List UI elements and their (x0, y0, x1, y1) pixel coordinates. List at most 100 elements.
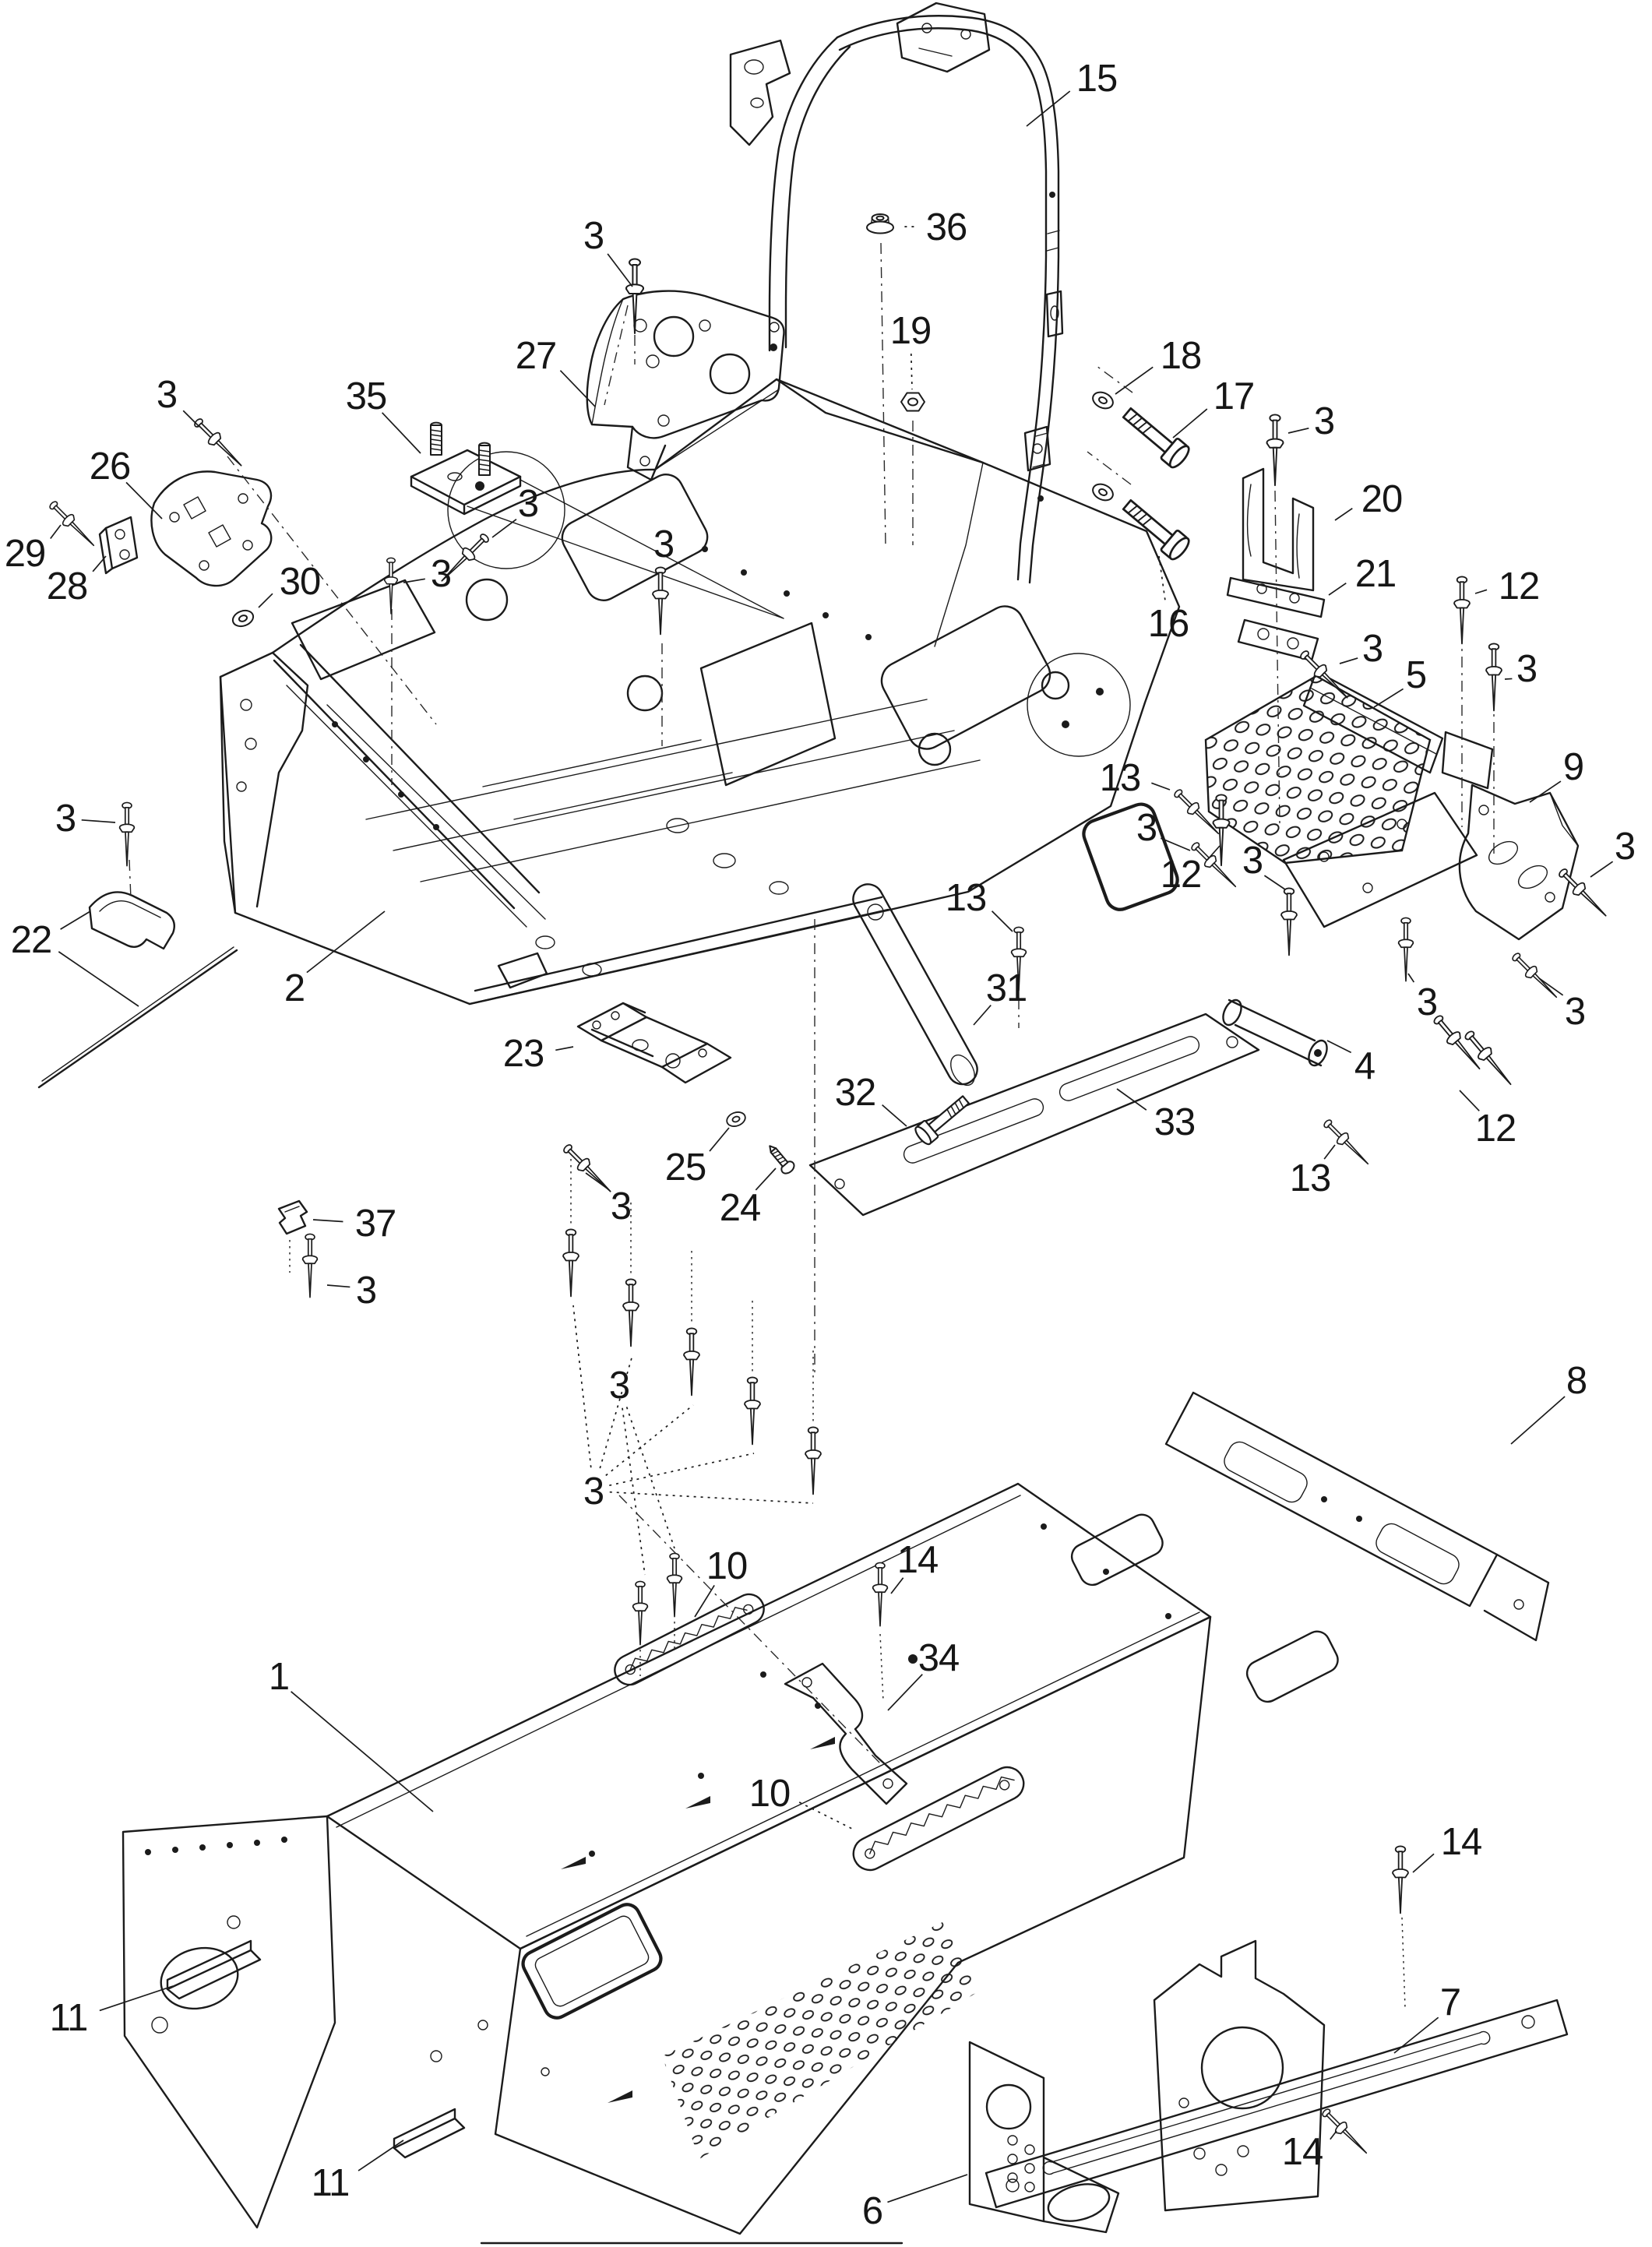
leader-line (358, 2140, 404, 2171)
callout-13-45: 13 (1290, 1144, 1336, 1199)
part-number-label: 20 (1361, 478, 1403, 520)
part-number-label: 15 (1076, 58, 1118, 100)
leader-line (1116, 1088, 1147, 1111)
callout-28-27: 28 (47, 555, 107, 608)
part-number-label: 37 (355, 1203, 396, 1245)
leader-line (910, 353, 913, 390)
part-6-l-bracket (968, 2041, 1120, 2234)
part-number-label: 4 (1354, 1045, 1375, 1087)
callout-14-60: 14 (1282, 2130, 1337, 2173)
part-number-label: 14 (1441, 1821, 1482, 1863)
part-number-label: 23 (503, 1033, 544, 1075)
part-number-label: 35 (346, 375, 387, 417)
part-28-bracket (98, 516, 139, 575)
part-5-heat-shield (1204, 670, 1494, 928)
part-number-label: 36 (926, 206, 967, 248)
callout-9-15: 9 (1529, 746, 1584, 803)
leader-line (882, 1104, 907, 1127)
part-number-label: 3 (1417, 981, 1437, 1023)
part-number-label: 25 (665, 1146, 706, 1189)
callout-3-24: 3 (157, 374, 200, 428)
part-number-label: 13 (1290, 1157, 1331, 1199)
callout-15-0: 15 (1026, 58, 1118, 127)
leader-line (1330, 2130, 1337, 2140)
leader-line (1161, 837, 1191, 851)
rivet-icon (118, 801, 136, 867)
callout-3-49: 3 (609, 1365, 675, 1576)
leader-line (555, 1046, 574, 1051)
leader-line (403, 578, 425, 583)
part-number-label: 3 (1565, 991, 1585, 1033)
part-number-label: 5 (1406, 654, 1426, 696)
part-number-label: 14 (1282, 2131, 1323, 2173)
part-7-mount-bar (985, 1939, 1569, 2212)
part-number-label: 3 (1615, 826, 1635, 868)
callout-17-6: 17 (1172, 375, 1255, 438)
leader-line (585, 1172, 610, 1191)
washer-icon (1089, 480, 1117, 505)
callout-2-35: 2 (284, 910, 386, 1009)
callout-3-47: 3 (326, 1270, 377, 1312)
callout-8-50: 8 (1510, 1360, 1587, 1445)
part-number-label: 3 (431, 553, 451, 595)
callout-20-8: 20 (1334, 478, 1403, 521)
callout-6-61: 6 (862, 2174, 968, 2232)
callout-3-7: 3 (1287, 400, 1335, 442)
callout-3-22: 3 (1407, 973, 1438, 1023)
part-number-label: 26 (90, 446, 131, 488)
leader-line (609, 1453, 755, 1487)
leader-line (326, 1284, 350, 1288)
part-number-label: 12 (1499, 565, 1540, 608)
leader-line (622, 1407, 646, 1576)
part-number-label: 9 (1563, 746, 1583, 788)
callout-14-52: 14 (890, 1539, 939, 1594)
part-10-traction-plate-front (614, 1593, 765, 1686)
leader-line (709, 1127, 730, 1152)
callout-11-59: 11 (312, 2140, 404, 2204)
leader-line (58, 951, 139, 1007)
part-8-rear-plate (1164, 1391, 1550, 1642)
callout-21-9: 21 (1328, 553, 1397, 596)
part-number-label: 3 (611, 1185, 631, 1227)
callout-10-51: 10 (694, 1545, 748, 1618)
leader-line (1026, 90, 1071, 127)
part-number-label: 29 (5, 533, 46, 575)
leader-line (1287, 428, 1309, 434)
rivet-icon (1397, 917, 1414, 982)
callout-12-11: 12 (1474, 565, 1540, 608)
callout-19-4: 19 (890, 310, 932, 390)
screw-icon (763, 1140, 798, 1177)
leader-line (1529, 780, 1562, 803)
callout-23-36: 23 (503, 1033, 574, 1075)
callout-3-37: 3 (585, 1172, 632, 1227)
callout-3-33: 3 (55, 798, 116, 840)
part-26-bracket (150, 470, 273, 587)
part-number-label: 8 (1566, 1360, 1587, 1402)
leader-line (991, 910, 1013, 932)
part-number-label: 3 (583, 1470, 604, 1513)
callout-11-56: 11 (50, 1985, 174, 2039)
leader-line (755, 1168, 777, 1191)
callout-5-14: 5 (1373, 654, 1427, 708)
callout-3-30: 3 (653, 523, 675, 568)
rivet-icon (384, 557, 398, 615)
leader-line (887, 2174, 968, 2203)
callout-1-53: 1 (269, 1656, 434, 1812)
leader-line (50, 524, 62, 540)
part-number-label: 12 (1161, 854, 1202, 896)
callout-4-42: 4 (1326, 1040, 1375, 1087)
leader-line (1263, 875, 1286, 890)
grommet-icon (866, 213, 894, 234)
part-number-label: 11 (50, 1997, 88, 2039)
part-number-label: 22 (11, 919, 52, 961)
callout-3-48: 3 (572, 1305, 814, 1513)
rivet-icon (744, 1376, 761, 1446)
leader-line (1323, 1144, 1336, 1160)
leader-line (306, 910, 386, 974)
part-number-label: 28 (47, 565, 88, 608)
leader-line (798, 1801, 853, 1830)
rivet-icon (632, 1580, 649, 1646)
part-number-label: 30 (280, 561, 321, 603)
